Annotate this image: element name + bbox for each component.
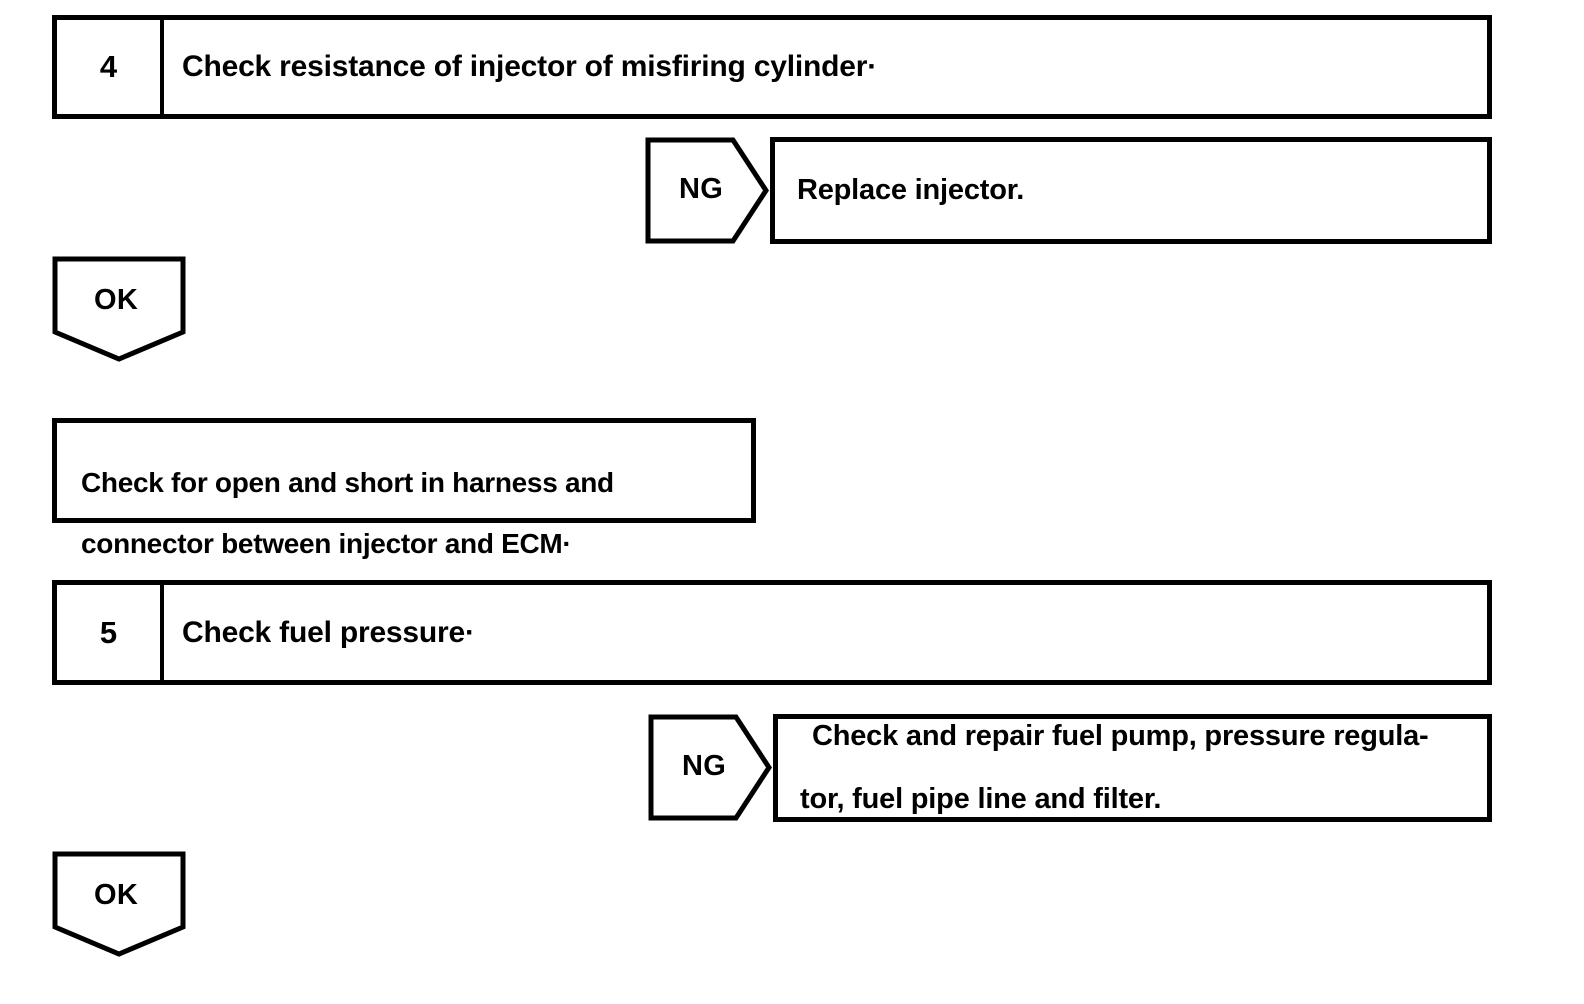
ng-badge-label-4: NG — [679, 173, 724, 205]
ng-badge-step-4: NG — [645, 137, 769, 244]
ng-action-text-step-4: Replace injector. — [797, 173, 1025, 206]
ng-badge-step-5: NG — [648, 714, 772, 821]
step-text-4: Check resistance of injector of misfirin… — [182, 50, 877, 83]
step-box-5[interactable]: 5 Check fuel pressure· — [52, 580, 1492, 685]
pentagon-right-icon — [648, 714, 772, 821]
ng-action-text-step-5: Check and repair fuel pump, pressure reg… — [800, 690, 1429, 845]
ng-action-text-step-5-line-2: tor, fuel pipe line and filter. — [800, 782, 1162, 815]
ok-badge-step-5: OK — [52, 851, 186, 957]
ok-badge-label-5: OK — [94, 879, 139, 911]
ng-badge-label-5: NG — [682, 750, 727, 782]
step-box-4[interactable]: 4 Check resistance of injector of misfir… — [52, 15, 1492, 119]
pentagon-right-icon — [645, 137, 769, 244]
harness-check-note-line-2: connector between injector and ECM· — [81, 528, 572, 560]
ng-action-text-step-5-line-1: Check and repair fuel pump, pressure reg… — [812, 720, 1429, 753]
ok-badge-label-4: OK — [94, 284, 139, 316]
step-number-4: 4 — [57, 20, 164, 114]
pentagon-down-icon — [52, 256, 186, 362]
ng-action-box-step-5[interactable]: Check and repair fuel pump, pressure reg… — [773, 714, 1492, 822]
harness-check-note-box[interactable]: Check for open and short in harness and … — [52, 418, 756, 559]
harness-check-note-line-1: Check for open and short in harness and — [81, 466, 614, 498]
step-number-5: 5 — [57, 585, 164, 680]
pentagon-down-icon — [52, 851, 186, 957]
ng-action-box-step-4[interactable]: Replace injector. — [770, 137, 1492, 244]
step-text-5: Check fuel pressure· — [182, 615, 475, 649]
ok-badge-step-4: OK — [52, 256, 186, 362]
